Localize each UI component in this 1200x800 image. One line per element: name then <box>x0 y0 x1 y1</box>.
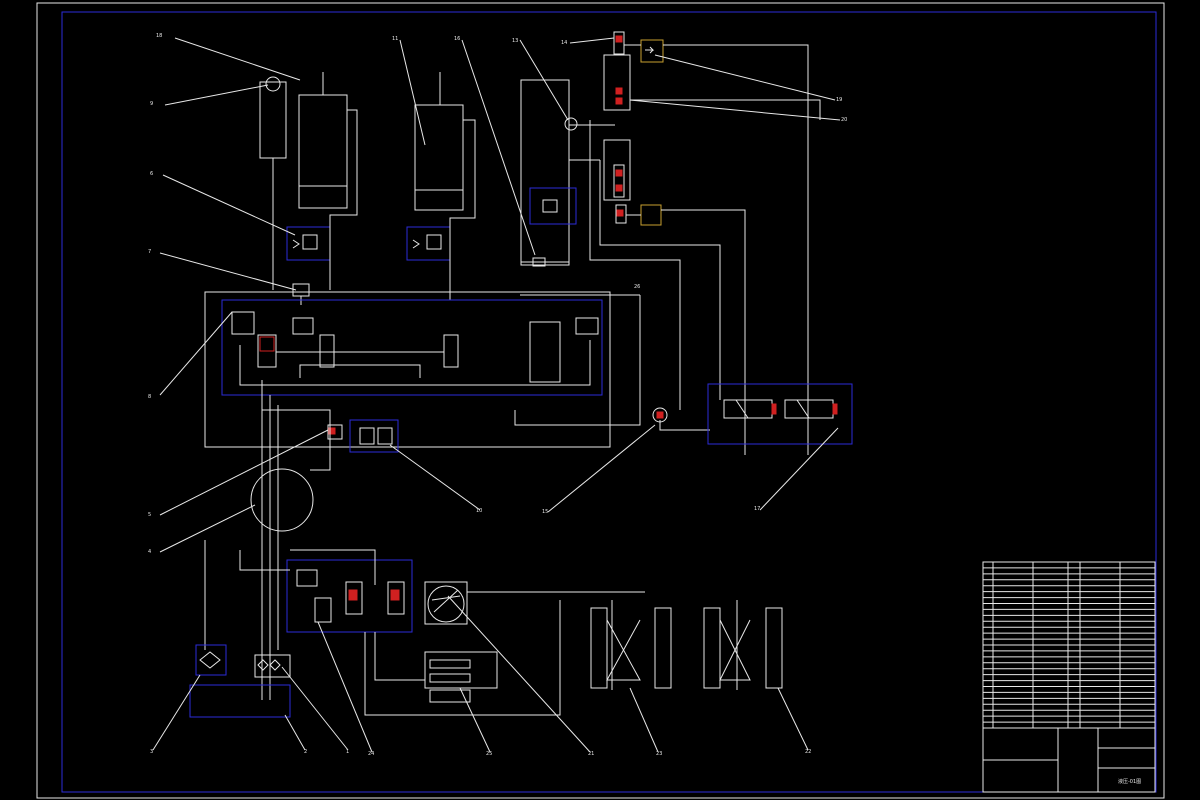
accumulator-9 <box>259 76 287 290</box>
sheet-number: 液压-01图 <box>1118 778 1141 785</box>
cylinders-21-22 <box>590 600 783 690</box>
hydraulic-cylinder-11 <box>414 72 476 225</box>
leader-lines <box>152 37 841 753</box>
balloon-14: 14 <box>561 40 567 46</box>
directional-valves-17 <box>707 383 853 445</box>
balloon-6: 6 <box>150 171 153 177</box>
outer-border <box>36 2 1165 799</box>
balloon-9: 9 <box>150 101 153 107</box>
parts-list-grid <box>983 562 1155 728</box>
balloon-13: 13 <box>512 38 518 44</box>
balloon-19: 19 <box>836 97 842 103</box>
balloon-7: 7 <box>148 249 151 255</box>
balloon-23: 23 <box>656 751 662 757</box>
balloon-26: 26 <box>634 284 640 290</box>
check-valve-6-mid <box>406 225 451 300</box>
small-cylinder-14 <box>603 31 664 111</box>
filter-3 <box>195 644 227 676</box>
inner-border <box>61 11 1157 793</box>
balloon-labels: 18 9 6 7 8 11 16 13 14 19 20 26 5 4 10 1… <box>148 33 847 757</box>
balloon-3: 3 <box>150 749 153 755</box>
hydraulic-cylinder-18 <box>298 72 358 225</box>
oil-tank-2 <box>189 654 291 718</box>
tall-cylinder-16 <box>520 79 615 267</box>
valve-group-10 <box>327 419 399 453</box>
balloon-25: 25 <box>486 751 492 757</box>
cylinder-block-25 <box>364 600 561 716</box>
valve-group-24 <box>204 540 413 650</box>
balloon-24: 24 <box>368 751 374 757</box>
balloon-1: 1 <box>346 749 349 755</box>
balloon-22: 22 <box>805 749 811 755</box>
balloon-15: 15 <box>542 509 548 515</box>
balloon-17: 17 <box>754 506 760 512</box>
balloon-20: 20 <box>841 117 847 123</box>
rotary-actuator-23 <box>424 581 645 625</box>
balloon-8: 8 <box>148 394 151 400</box>
pump-4 <box>250 380 331 700</box>
relief-valve-7 <box>292 283 310 305</box>
title-block: 液压-01图 <box>982 561 1156 793</box>
balloon-18: 18 <box>156 33 162 39</box>
pressure-switch-15 <box>652 407 668 423</box>
balloon-5: 5 <box>148 512 151 518</box>
check-valve-6-left <box>286 215 331 290</box>
balloon-2: 2 <box>304 749 307 755</box>
balloon-16: 16 <box>454 36 460 42</box>
balloon-10: 10 <box>476 508 482 514</box>
valve-block-8 <box>204 291 611 448</box>
small-cylinder-15-upper <box>603 139 662 226</box>
pipeline-network-right <box>514 44 821 455</box>
balloon-21: 21 <box>588 751 594 757</box>
balloon-11: 11 <box>392 36 398 42</box>
balloon-4: 4 <box>148 549 151 555</box>
